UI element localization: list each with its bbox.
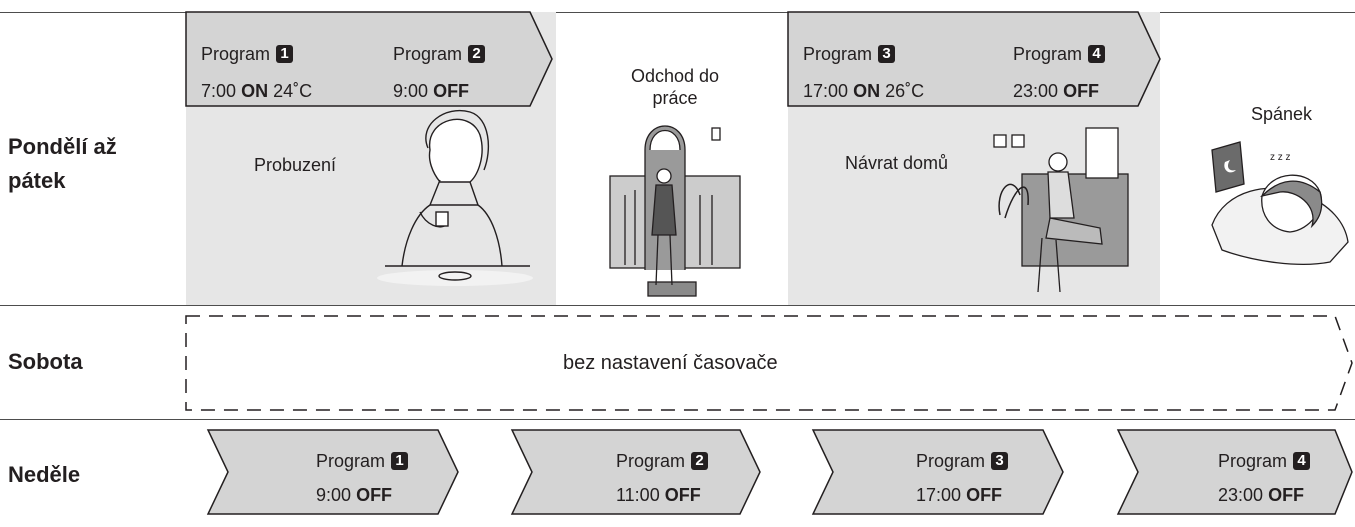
- sunday-program-1-setting: 9:00 OFF: [316, 485, 393, 505]
- separator-saturday-sunday: [0, 419, 1355, 420]
- weekday-program-1-setting: 7:00 ON 24˚C: [201, 81, 313, 101]
- caption-return: Návrat domů: [845, 153, 949, 173]
- row-label-saturday: Sobota: [8, 349, 83, 374]
- sunday-program-2-badge: 2: [691, 452, 709, 470]
- program-3-badge: 3: [878, 45, 896, 63]
- separator-top: [0, 12, 1355, 13]
- weekday-program-2-setting: 9:00 OFF: [393, 81, 470, 101]
- sunday-chevron-1: [206, 429, 459, 515]
- return-illustration: [993, 127, 1129, 293]
- leaving-illustration: [609, 125, 741, 297]
- saturday-arrow: [185, 315, 1353, 411]
- weekday-arrow-morning: [185, 11, 553, 107]
- caption-sleep: Spánek: [1251, 104, 1313, 124]
- separator-weekday-saturday: [0, 305, 1355, 306]
- sunday-program-4-setting: 23:00 OFF: [1218, 485, 1305, 505]
- caption-wakeup: Probuzení: [254, 155, 337, 175]
- caption-leaving: Odchod do práce: [630, 66, 720, 108]
- sunday-chevron-2: [510, 429, 761, 515]
- program-2-badge: 2: [468, 45, 486, 63]
- weekday-program-3-setting: 17:00 ON 26˚C: [803, 81, 925, 101]
- sunday-program-3-badge: 3: [991, 452, 1009, 470]
- sleep-illustration: z z z: [1211, 141, 1349, 266]
- sunday-program-2-setting: 11:00 OFF: [616, 485, 701, 505]
- sunday-program-4-badge: 4: [1293, 452, 1311, 470]
- saturday-note: bez nastavení časovače: [563, 352, 778, 374]
- sunday-chevron-3: [811, 429, 1064, 515]
- row-label-weekday: Pondělí až pátek: [8, 134, 117, 193]
- sunday-program-3-setting: 17:00 OFF: [916, 485, 1003, 505]
- program-1-badge: 1: [276, 45, 294, 63]
- program-4-badge: 4: [1088, 45, 1106, 63]
- sunday-chevron-4: [1116, 429, 1353, 515]
- row-label-sunday: Neděle: [8, 462, 81, 487]
- weekday-arrow-evening: [787, 11, 1161, 107]
- svg-text:z z z: z z z: [1270, 152, 1291, 163]
- sunday-program-1-badge: 1: [391, 452, 409, 470]
- wakeup-illustration: [377, 109, 533, 286]
- weekday-program-4-setting: 23:00 OFF: [1013, 81, 1100, 101]
